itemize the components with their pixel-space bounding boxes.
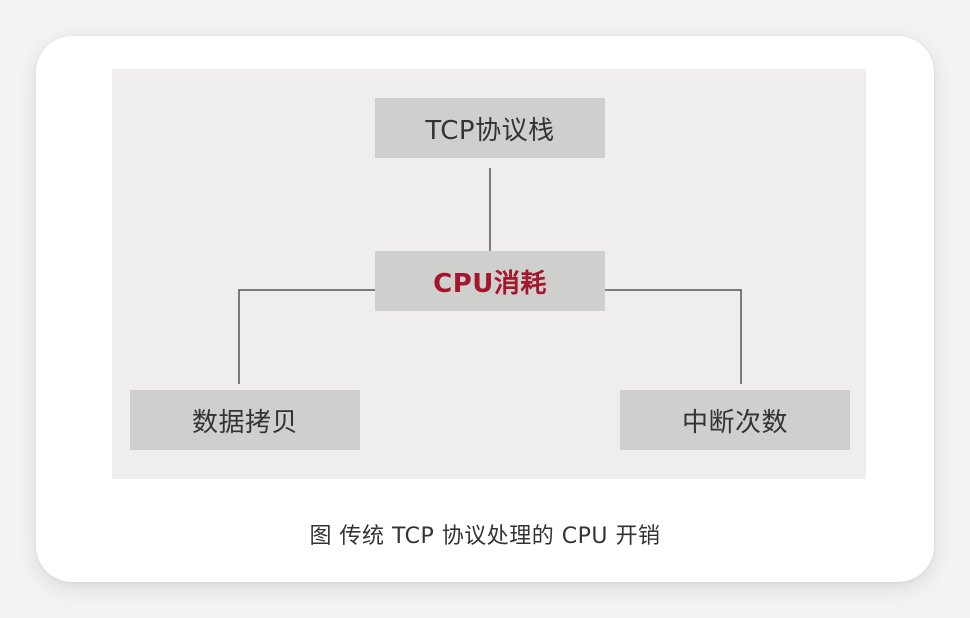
node-tcp-stack: TCP协议栈 [375,98,605,158]
node-data-copy-label: 数据拷贝 [191,407,298,438]
node-data-copy: 数据拷贝 [130,390,360,450]
node-interrupt-count-label: 中断次数 [681,407,788,438]
node-interrupt-count: 中断次数 [620,390,850,450]
node-cpu-consumption: CPU消耗 [375,251,605,311]
node-cpu-consumption-label: CPU消耗 [433,268,547,299]
node-tcp-stack-label: TCP协议栈 [425,115,555,146]
figure-caption: 图 传统 TCP 协议处理的 CPU 开销 [309,524,661,549]
